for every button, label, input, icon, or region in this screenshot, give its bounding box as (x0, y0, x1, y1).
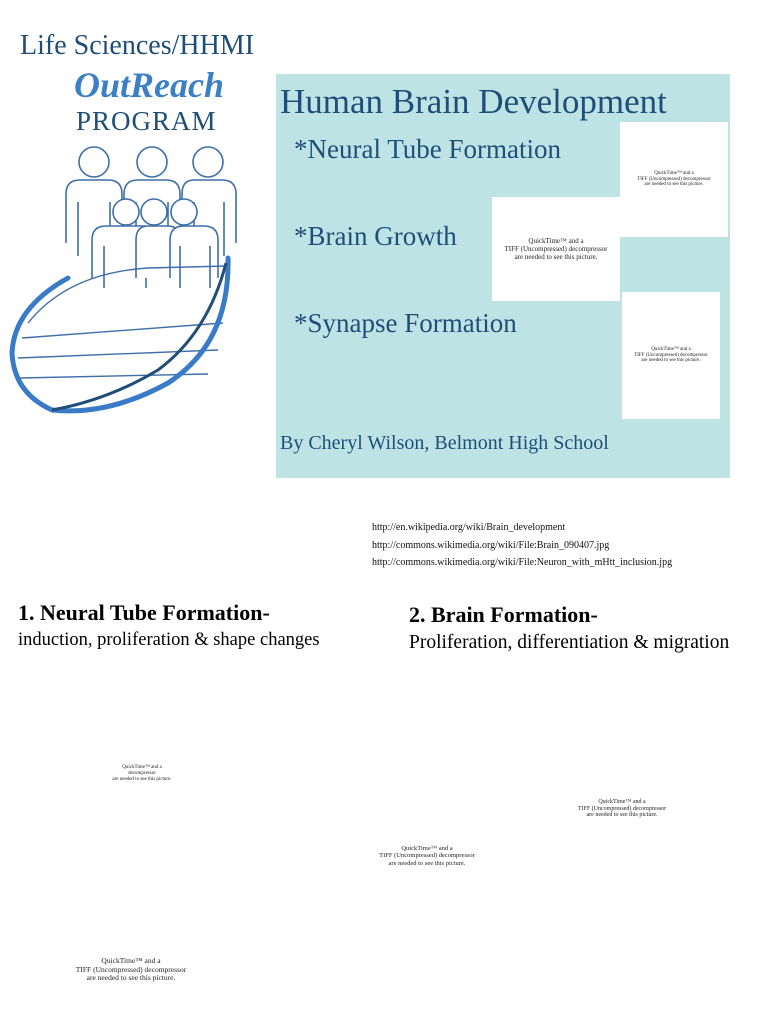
image-placeholder: QuickTime™ and a TIFF (Uncompressed) dec… (56, 952, 206, 988)
page-title: Human Brain Development (280, 82, 667, 121)
person-icon (135, 198, 181, 278)
image-placeholder: QuickTime™ and a TIFF (Uncompressed) dec… (620, 122, 728, 237)
section-subtitle-neural-tube: induction, proliferation & shape changes (18, 630, 320, 650)
outreach-logo-icon (9, 146, 237, 414)
image-placeholder: QuickTime™ and a TIFF (Uncompressed) dec… (492, 197, 620, 301)
source-link[interactable]: http://commons.wikimedia.org/wiki/File:N… (372, 557, 673, 568)
topic-neural-tube: *Neural Tube Formation (294, 134, 561, 164)
logo-title: Life Sciences/HHMI (20, 30, 255, 61)
image-placeholder: QuickTime™ and a decompressor are needed… (100, 760, 184, 788)
logo-program-text: PROGRAM (76, 106, 217, 136)
source-link[interactable]: http://commons.wikimedia.org/wiki/File:B… (372, 540, 610, 551)
image-placeholder: QuickTime™ and a TIFF (Uncompressed) dec… (622, 292, 720, 419)
section-heading-neural-tube: 1. Neural Tube Formation- (18, 600, 270, 625)
image-placeholder: QuickTime™ and a TIFF (Uncompressed) dec… (352, 840, 502, 872)
section-subtitle-brain-formation: Proliferation, differentiation & migrati… (409, 632, 730, 653)
image-placeholder: QuickTime™ and a TIFF (Uncompressed) dec… (560, 797, 684, 821)
logo-outreach-wordmark: OutReach (74, 65, 225, 105)
person-icon (169, 198, 219, 288)
author-byline: By Cheryl Wilson, Belmont High School (280, 432, 609, 454)
topic-synapse: *Synapse Formation (294, 308, 517, 338)
source-link[interactable]: http://en.wikipedia.org/wiki/Brain_devel… (372, 522, 566, 533)
topic-brain-growth: *Brain Growth (294, 221, 457, 251)
section-heading-brain-formation: 2. Brain Formation- (409, 602, 598, 627)
